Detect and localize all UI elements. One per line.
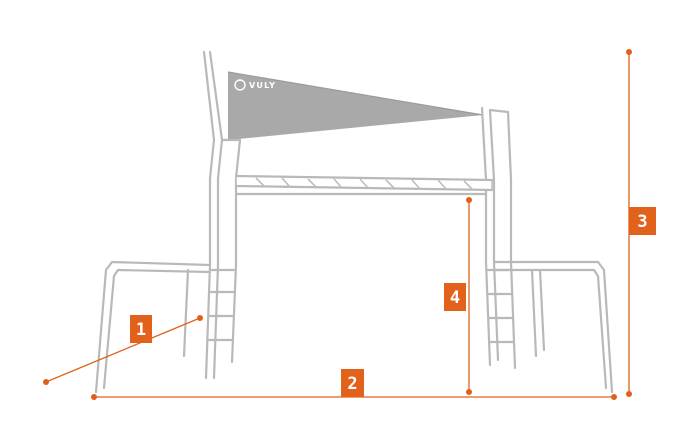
- monkey-bar-rung: [359, 178, 369, 189]
- left-tower-frame: [202, 50, 242, 380]
- monkey-bar-rung: [255, 177, 265, 187]
- monkey-bars: [234, 174, 494, 196]
- dimension-2-end-dot: [611, 394, 617, 400]
- left-inner-pole: [230, 138, 242, 364]
- dimension-3-end-dot: [626, 391, 632, 397]
- monkey-bar-rung: [281, 177, 291, 188]
- dimension-2: 2: [91, 369, 617, 400]
- dimension-3-label: 3: [637, 212, 647, 232]
- monkey-bar-rung: [307, 178, 317, 188]
- dimension-1-end-dot: [197, 315, 203, 321]
- left-outer-leg: [94, 260, 212, 394]
- right-outer-leg-inner: [492, 268, 608, 390]
- dimension-1: 1: [43, 315, 203, 385]
- monkey-bar-bottom-rail: [234, 184, 494, 192]
- dimension-3-start-dot: [626, 49, 632, 55]
- dimension-3: 3: [626, 49, 656, 397]
- right-front-pole: [480, 106, 492, 367]
- dimension-1-start-dot: [43, 379, 49, 385]
- right-middle-leg: [530, 268, 538, 358]
- monkey-bar-rung: [333, 178, 343, 189]
- dimension-4-start-dot: [466, 197, 472, 203]
- brand-logo-text: VULY: [249, 81, 276, 90]
- dimension-4: 4: [444, 197, 472, 395]
- dimension-1-line: [45, 317, 201, 383]
- right-rear-pole: [488, 108, 500, 362]
- dimension-3-badge: [629, 207, 656, 235]
- dimension-2-start-dot: [91, 394, 97, 400]
- right-outer-leg: [492, 260, 614, 394]
- left-middle-leg: [182, 268, 190, 358]
- shade-sail-fabric: [228, 72, 483, 140]
- shade-sail: VULY: [227, 71, 484, 140]
- monkey-bar-top-rail: [234, 174, 494, 182]
- dimension-4-badge: [444, 283, 466, 311]
- vuly-logo-icon: [234, 79, 246, 91]
- left-rear-pole: [202, 50, 216, 380]
- dimension-1-badge: [130, 315, 152, 343]
- brand-logo: VULY: [234, 79, 276, 91]
- dimension-1-label: 1: [136, 320, 146, 340]
- monkey-bar-rung: [385, 179, 395, 189]
- monkey-bar-rung: [437, 179, 447, 190]
- monkey-bar-rung: [411, 179, 421, 190]
- shade-sail-top-edge: [227, 71, 484, 116]
- left-front-pole: [208, 50, 224, 380]
- dimension-2-label: 2: [347, 374, 357, 394]
- right-inner-pole: [506, 110, 517, 370]
- right-tower-crossbar: [488, 108, 510, 114]
- dimension-4-label: 4: [450, 288, 460, 308]
- left-side-frame: [94, 260, 212, 394]
- left-outer-leg-inner: [102, 268, 212, 390]
- right-tower-frame: [480, 106, 517, 370]
- right-side-frame: [492, 260, 614, 394]
- monkey-bar-rung: [463, 180, 473, 190]
- dimension-2-badge: [341, 369, 364, 397]
- right-middle-leg-inner: [538, 268, 546, 352]
- dimension-4-end-dot: [466, 389, 472, 395]
